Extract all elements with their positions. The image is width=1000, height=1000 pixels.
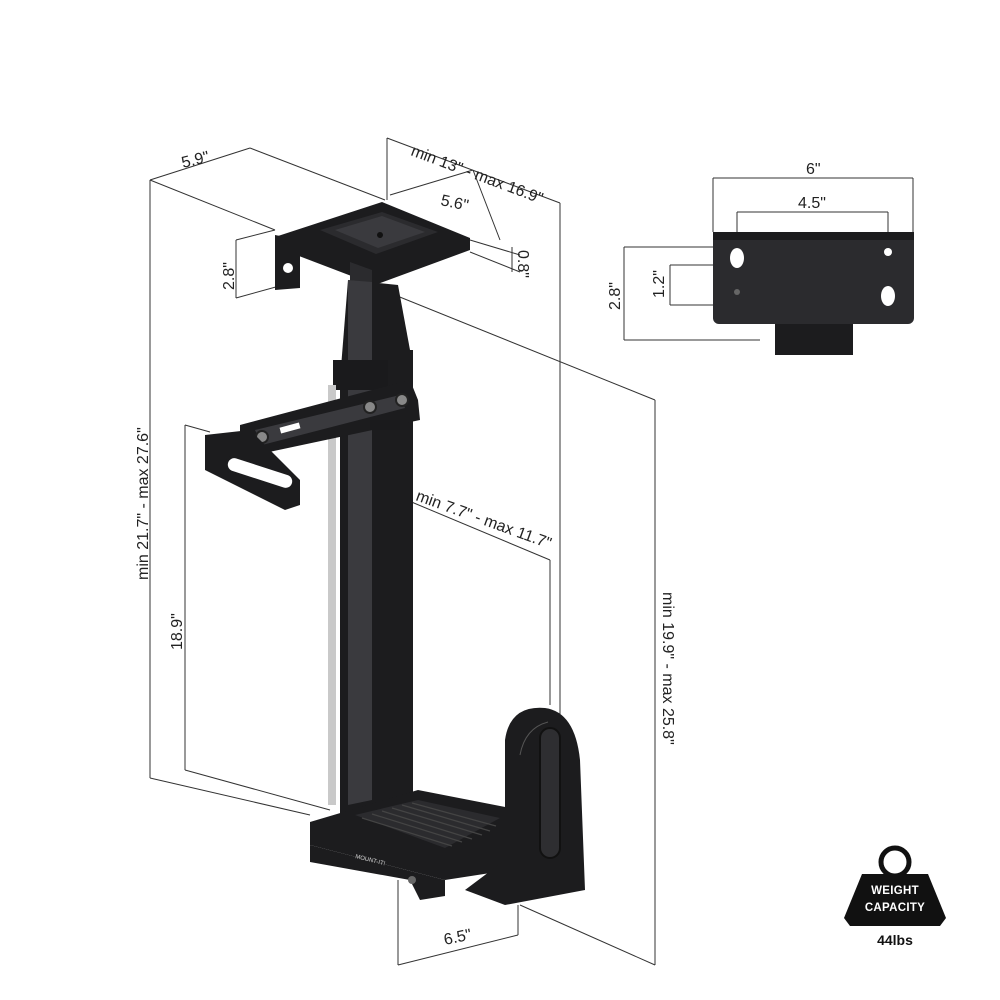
dim-top-width: 5.9" (180, 149, 211, 172)
cpu-holder-illustration: MOUNT-IT! (205, 202, 585, 905)
dim-top-depth: min 13" - max 16.9" (409, 143, 546, 208)
dim-right-height: min 19.9" - max 25.8" (659, 592, 676, 745)
badge-line1: WEIGHT (871, 885, 919, 897)
detail-overall-width: 6" (806, 161, 821, 178)
dim-plate-thickness: 0.8" (514, 250, 531, 278)
detail-height: 2.8" (607, 282, 624, 310)
dim-base-width: 6.5" (442, 926, 473, 948)
badge-weight-value: 44lbs (877, 932, 913, 948)
detail-hole-offset: 1.2" (651, 270, 668, 298)
kettlebell-icon (878, 845, 912, 879)
dim-overall-height: min 21.7" - max 27.6" (135, 427, 152, 580)
dim-inner-height: 18.9" (169, 613, 186, 650)
dim-bracket-height: 2.8" (221, 262, 238, 290)
dim-width-range: min 7.7" - max 11.7" (414, 488, 554, 553)
dim-plate-depth: 5.6" (439, 192, 470, 214)
weight-capacity-badge: WEIGHT CAPACITY 44lbs (844, 845, 946, 948)
detail-hole-spacing: 4.5" (798, 195, 826, 212)
badge-line2: CAPACITY (865, 902, 925, 914)
mounting-plate-detail: 6" 4.5" 2.8" 1.2" (607, 161, 914, 355)
